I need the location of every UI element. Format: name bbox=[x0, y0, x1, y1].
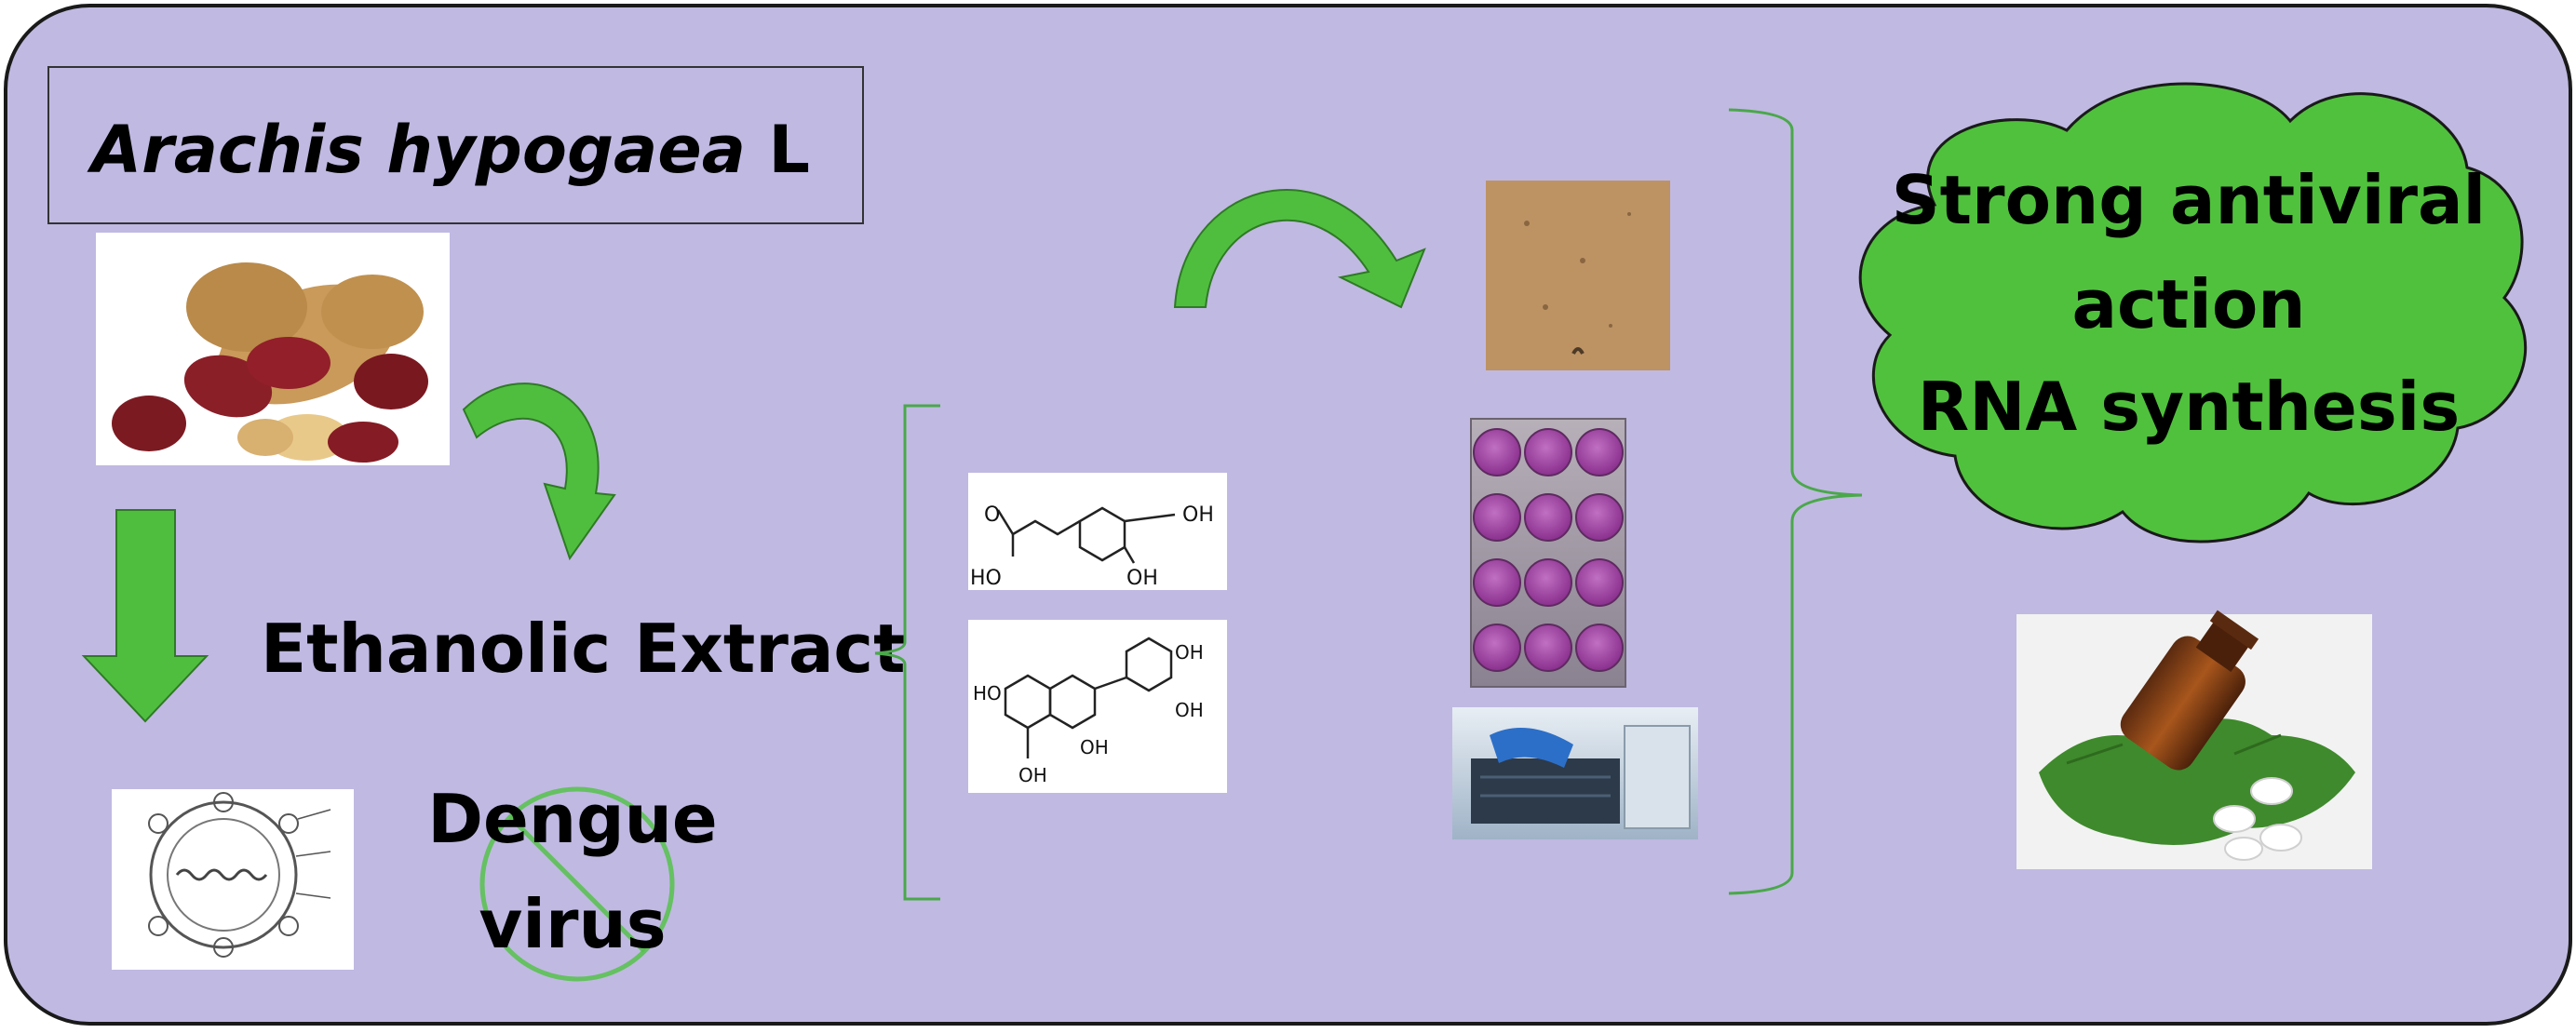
svg-text:Arachis hypogaea L: Arachis hypogaea L bbox=[87, 112, 810, 188]
plate-well bbox=[1575, 493, 1624, 542]
catechin-ho: HO bbox=[973, 682, 1002, 704]
title-suffix: L bbox=[746, 112, 810, 188]
plate-well bbox=[1575, 558, 1624, 607]
dengue-label-line1: Dengue bbox=[427, 780, 717, 858]
catechin-oh1: OH bbox=[1175, 641, 1204, 664]
plate-well bbox=[1473, 493, 1521, 542]
catechin-oh3: OH bbox=[1080, 736, 1109, 758]
peanut-image bbox=[96, 233, 450, 465]
dengue-label-line2: virus bbox=[479, 885, 666, 963]
catechin-oh2: OH bbox=[1175, 699, 1204, 721]
plate-well bbox=[1524, 558, 1572, 607]
catechin-oh4: OH bbox=[1018, 764, 1047, 786]
compound-bracket bbox=[874, 404, 940, 901]
caffeic-oh2: OH bbox=[1126, 567, 1158, 590]
microscopy-image bbox=[1486, 181, 1670, 370]
plate-well bbox=[1473, 428, 1521, 476]
plate-well bbox=[1524, 493, 1572, 542]
cloud-line1: Strong antiviral bbox=[1892, 161, 2486, 239]
result-bracket bbox=[1728, 108, 1863, 895]
cloud-line2: action bbox=[2071, 265, 2305, 343]
lab-equipment-image bbox=[1452, 707, 1698, 839]
caffeic-ho: HO bbox=[970, 567, 1002, 590]
plate-well bbox=[1575, 624, 1624, 672]
curved-arrow-icon bbox=[462, 382, 616, 561]
result-cloud bbox=[1858, 82, 2528, 543]
title-species: Arachis hypogaea bbox=[87, 112, 746, 188]
plate-well bbox=[1473, 624, 1521, 672]
plate-well bbox=[1524, 624, 1572, 672]
virus-schematic-image bbox=[112, 789, 354, 970]
curved-arrow-icon-top bbox=[1173, 188, 1426, 309]
down-arrow-icon bbox=[81, 509, 209, 723]
title-box: Arachis hypogaea L bbox=[47, 66, 864, 224]
catechin-structure: HO OH OH OH OH bbox=[968, 620, 1227, 793]
plate-well bbox=[1473, 558, 1521, 607]
plate-well bbox=[1524, 428, 1572, 476]
extract-label: Ethanolic Extract bbox=[261, 610, 906, 688]
caffeic-acid-structure: O HO OH OH bbox=[968, 473, 1227, 590]
plate-well bbox=[1575, 428, 1624, 476]
well-plate-image bbox=[1470, 418, 1626, 688]
cloud-line3: RNA synthesis bbox=[1918, 368, 2460, 446]
medicine-image bbox=[2016, 610, 2372, 869]
caffeic-o: O bbox=[984, 503, 1000, 527]
caffeic-oh1: OH bbox=[1182, 503, 1214, 527]
prohibition-icon bbox=[479, 786, 675, 982]
